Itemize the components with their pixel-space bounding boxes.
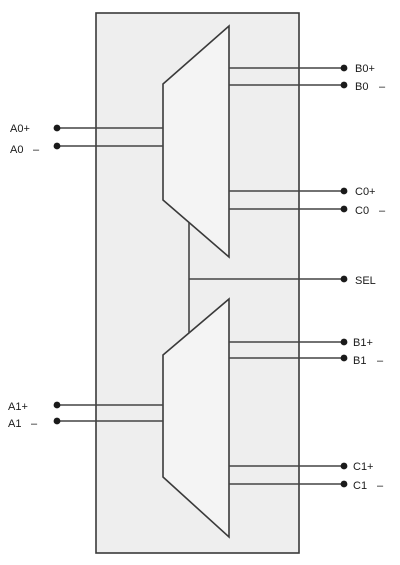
label-c1-minus: C1 bbox=[353, 480, 367, 492]
label-a1-minus: A1 bbox=[8, 418, 21, 430]
pin-b1-plus-dot bbox=[340, 338, 348, 346]
label-sel: SEL bbox=[355, 275, 376, 287]
pin-c0-minus-dot bbox=[340, 205, 348, 213]
label-b0-plus: B0+ bbox=[355, 63, 375, 75]
label-c0-minus: C0 bbox=[355, 205, 369, 217]
pin-a0-plus-dot bbox=[53, 124, 61, 132]
minus-b0: – bbox=[379, 81, 386, 93]
pin-b0-minus-dot bbox=[340, 81, 348, 89]
pin-a0-minus-dot bbox=[53, 142, 61, 150]
pin-sel-dot bbox=[340, 275, 348, 283]
label-a0-minus: A0 bbox=[10, 144, 23, 156]
pin-c0-plus-dot bbox=[340, 187, 348, 195]
mux-lower bbox=[162, 297, 230, 539]
label-a1-plus: A1+ bbox=[8, 401, 28, 413]
label-c1-plus: C1+ bbox=[353, 461, 374, 473]
pin-a1-plus-dot bbox=[53, 401, 61, 409]
pin-a1-minus-dot bbox=[53, 417, 61, 425]
minus-a0: – bbox=[33, 144, 40, 156]
pin-b1-minus-dot bbox=[340, 354, 348, 362]
label-a0-plus: A0+ bbox=[10, 123, 30, 135]
pin-b0-plus-dot bbox=[340, 64, 348, 72]
label-c0-plus: C0+ bbox=[355, 186, 376, 198]
label-b0-minus: B0 bbox=[355, 81, 368, 93]
minus-b1: – bbox=[377, 355, 384, 367]
minus-c1: – bbox=[377, 480, 384, 492]
mux-upper bbox=[162, 24, 230, 259]
pin-c1-plus-dot bbox=[340, 462, 348, 470]
minus-a1: – bbox=[31, 418, 38, 430]
pin-c1-minus-dot bbox=[340, 480, 348, 488]
minus-c0: – bbox=[379, 205, 386, 217]
label-b1-plus: B1+ bbox=[353, 337, 373, 349]
label-b1-minus: B1 bbox=[353, 355, 366, 367]
